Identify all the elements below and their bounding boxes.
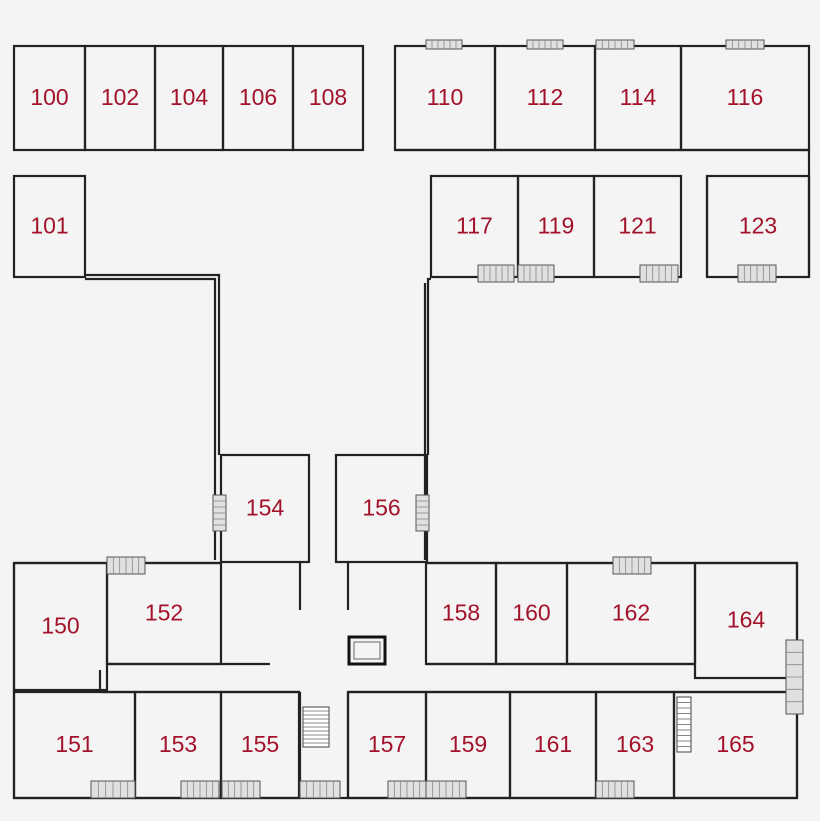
room-156: 156 bbox=[334, 453, 429, 564]
room-label: 100 bbox=[30, 84, 68, 110]
window bbox=[595, 780, 635, 799]
room-153: 153 bbox=[133, 690, 223, 800]
room-label: 159 bbox=[449, 731, 487, 757]
room-116: 116 bbox=[679, 44, 811, 152]
room-110: 110 bbox=[393, 44, 497, 152]
room-152: 152 bbox=[105, 561, 223, 666]
room-112: 112 bbox=[493, 44, 597, 152]
room-164: 164 bbox=[693, 561, 799, 680]
stairwell bbox=[302, 706, 330, 748]
room-123: 123 bbox=[705, 174, 811, 279]
wall bbox=[12, 563, 797, 800]
room-150: 150 bbox=[12, 561, 109, 692]
room-label: 164 bbox=[727, 607, 766, 633]
room-165: 165 bbox=[672, 690, 799, 800]
window bbox=[106, 556, 146, 575]
room-label: 112 bbox=[527, 84, 564, 110]
wall bbox=[427, 561, 799, 798]
room-label: 121 bbox=[618, 213, 656, 239]
window bbox=[180, 780, 220, 799]
room-162: 162 bbox=[565, 561, 697, 666]
window bbox=[595, 39, 635, 50]
room-label: 102 bbox=[101, 84, 139, 110]
room-160: 160 bbox=[494, 561, 569, 666]
room-158: 158 bbox=[424, 561, 498, 666]
room-161: 161 bbox=[508, 690, 598, 800]
room-119: 119 bbox=[516, 174, 596, 279]
window bbox=[221, 780, 261, 799]
room-label: 160 bbox=[512, 600, 550, 626]
window bbox=[415, 494, 430, 532]
room-label: 119 bbox=[538, 213, 575, 239]
room-label: 151 bbox=[55, 731, 93, 757]
room-114: 114 bbox=[593, 44, 683, 152]
wall bbox=[85, 273, 221, 455]
window bbox=[425, 780, 467, 799]
room-label: 162 bbox=[612, 600, 650, 626]
room-label: 158 bbox=[442, 600, 480, 626]
stairwell bbox=[676, 696, 692, 753]
window bbox=[425, 39, 463, 50]
room-label: 150 bbox=[41, 613, 79, 639]
room-label: 165 bbox=[716, 731, 754, 757]
room-label: 163 bbox=[616, 731, 654, 757]
room-label: 153 bbox=[159, 731, 197, 757]
room-outline bbox=[672, 690, 799, 800]
room-104: 104 bbox=[153, 44, 225, 152]
window bbox=[725, 39, 765, 50]
room-label: 155 bbox=[241, 731, 279, 757]
room-106: 106 bbox=[221, 44, 295, 152]
room-label: 152 bbox=[145, 600, 183, 626]
room-101: 101 bbox=[12, 174, 87, 279]
window bbox=[90, 780, 136, 799]
rooms: 100 102 104 106 108 110 112 114 116 101 117 119 121 1… bbox=[12, 44, 811, 800]
room-label: 154 bbox=[246, 495, 285, 521]
room-label: 156 bbox=[362, 495, 400, 521]
room-100: 100 bbox=[12, 44, 87, 152]
elevator-shaft bbox=[347, 635, 387, 666]
room-121: 121 bbox=[592, 174, 683, 279]
room-label: 116 bbox=[727, 84, 764, 110]
room-label: 106 bbox=[239, 84, 277, 110]
room-label: 117 bbox=[456, 213, 493, 239]
window bbox=[612, 556, 652, 575]
room-label: 157 bbox=[368, 731, 406, 757]
window bbox=[387, 780, 427, 799]
window bbox=[639, 264, 679, 283]
room-label: 114 bbox=[620, 84, 657, 110]
window bbox=[212, 494, 227, 532]
stairwells bbox=[302, 696, 692, 753]
wall bbox=[426, 277, 431, 455]
room-label: 123 bbox=[739, 213, 777, 239]
room-label: 161 bbox=[534, 731, 572, 757]
room-outline bbox=[693, 561, 799, 680]
window bbox=[526, 39, 564, 50]
room-label: 101 bbox=[30, 213, 68, 239]
room-outline bbox=[12, 174, 87, 279]
room-154: 154 bbox=[219, 453, 311, 564]
room-117: 117 bbox=[429, 174, 520, 279]
room-outline bbox=[105, 561, 223, 666]
room-label: 110 bbox=[427, 84, 464, 110]
elevator-car bbox=[353, 641, 381, 660]
room-outline bbox=[291, 44, 365, 152]
window bbox=[299, 780, 341, 799]
wall bbox=[85, 277, 217, 560]
window bbox=[517, 264, 555, 283]
room-label: 104 bbox=[170, 84, 209, 110]
room-108: 108 bbox=[291, 44, 365, 152]
window bbox=[737, 264, 777, 283]
room-102: 102 bbox=[83, 44, 157, 152]
room-label: 108 bbox=[309, 84, 347, 110]
window bbox=[477, 264, 515, 283]
room-outline bbox=[592, 174, 683, 279]
window bbox=[785, 639, 804, 715]
windows bbox=[90, 39, 804, 799]
